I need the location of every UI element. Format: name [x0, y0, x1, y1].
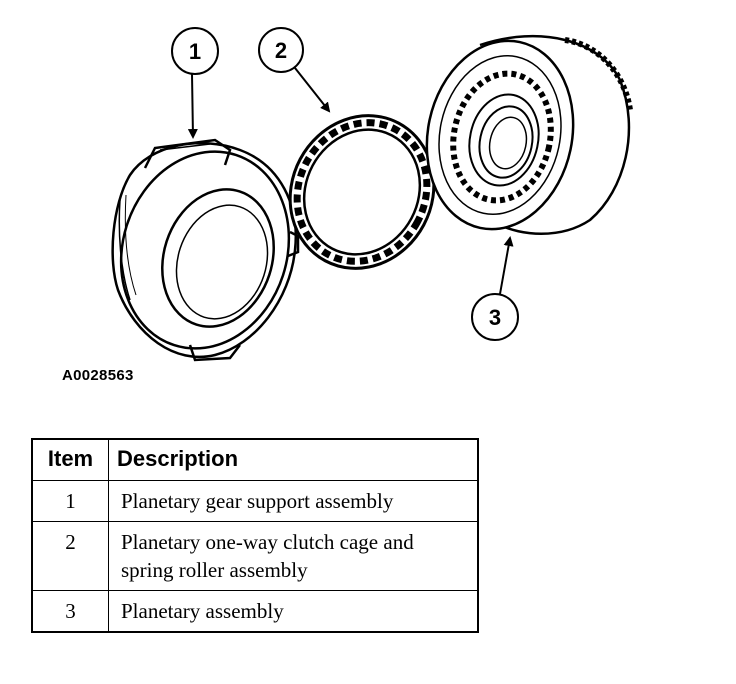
table-header-row: Item Description	[31, 438, 479, 481]
callout-2: 2	[258, 27, 331, 113]
description-column-header: Description	[108, 438, 479, 481]
item-description: Planetary gear support assembly	[108, 480, 479, 522]
callout-1-label: 1	[189, 39, 201, 64]
table-row: 3 Planetary assembly	[31, 590, 479, 633]
item-description: Planetary assembly	[108, 590, 479, 633]
table-row: 2 Planetary one-way clutch cage and spri…	[31, 521, 479, 591]
planetary-assembly-drawing	[425, 34, 633, 235]
exploded-parts-diagram: 1 2 3	[111, 27, 633, 362]
item-column-header: Item	[31, 438, 109, 481]
callout-2-label: 2	[275, 38, 287, 63]
clutch-cage-ring-drawing	[288, 114, 436, 270]
callout-3: 3	[471, 236, 519, 341]
parts-legend-table: Item Description 1 Planetary gear suppor…	[31, 438, 479, 633]
callout-1: 1	[171, 27, 219, 139]
item-number: 2	[31, 521, 109, 591]
table-row: 1 Planetary gear support assembly	[31, 480, 479, 522]
item-number: 3	[31, 590, 109, 633]
gear-support-assembly-drawing	[111, 138, 300, 362]
item-number: 1	[31, 480, 109, 522]
figure-id: A0028563	[62, 367, 134, 384]
item-description: Planetary one-way clutch cage and spring…	[108, 521, 479, 591]
callout-3-label: 3	[489, 305, 501, 330]
